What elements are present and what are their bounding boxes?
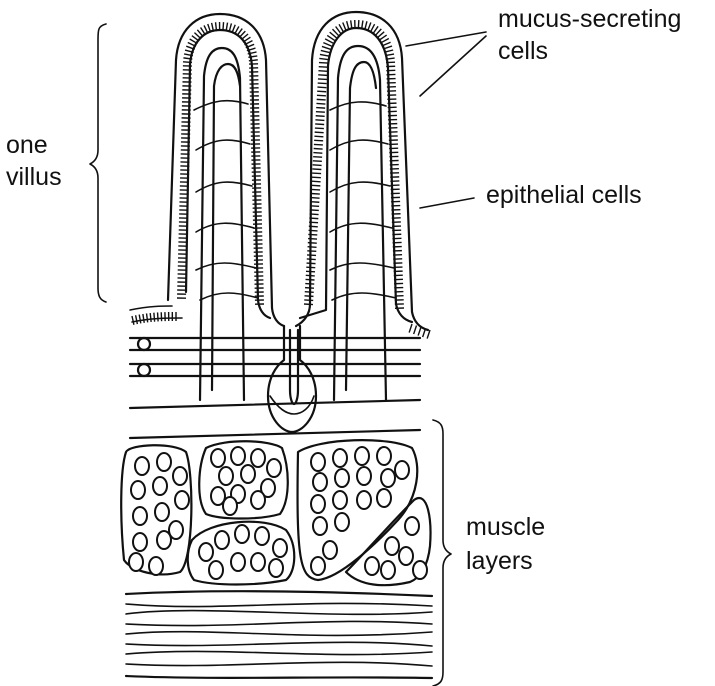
one-villus-label-line2: villus <box>6 162 62 192</box>
muscle-cell <box>149 557 163 575</box>
muscle-cell <box>129 553 143 571</box>
epithelial-pointer <box>420 198 474 208</box>
muscle-cell <box>157 453 171 471</box>
muscle-cell <box>175 491 189 509</box>
muscle-cell <box>235 525 249 543</box>
muscle-cell <box>255 527 269 545</box>
mucus-pointer-2 <box>420 36 486 96</box>
muscle-cell <box>405 517 419 535</box>
submucosa-vessels <box>130 338 420 438</box>
muscle-cell <box>381 561 395 579</box>
muscle-cell <box>385 537 399 555</box>
muscle-cell <box>209 561 223 579</box>
muscle-cell <box>311 557 325 575</box>
muscle-cell <box>399 547 413 565</box>
muscle-cell <box>377 489 391 507</box>
muscle-layers-label-line1: muscle <box>466 512 545 542</box>
muscle-cell <box>335 513 349 531</box>
muscle-cell <box>395 461 409 479</box>
muscle-brace <box>433 420 451 686</box>
mucus-secreting-label-line1: mucus-secreting <box>498 4 681 34</box>
left-villus <box>130 14 284 400</box>
muscle-cell <box>267 459 281 477</box>
muscle-cell <box>153 477 167 495</box>
muscle-cell <box>135 457 149 475</box>
villus-brace <box>90 24 106 302</box>
muscle-cell <box>311 495 325 513</box>
muscle-cell <box>377 447 391 465</box>
muscle-layers-label-line2: layers <box>466 546 533 576</box>
muscle-cell <box>133 533 147 551</box>
muscle-cell <box>199 543 213 561</box>
epithelial-cells-label: epithelial cells <box>486 180 642 210</box>
muscle-cell <box>215 531 229 549</box>
muscle-cell <box>211 449 225 467</box>
muscle-cell <box>413 561 427 579</box>
muscle-cell <box>157 531 171 549</box>
muscle-cell <box>335 469 349 487</box>
muscle-cell <box>251 491 265 509</box>
muscle-cell <box>357 467 371 485</box>
muscle-cell <box>311 453 325 471</box>
muscle-cell <box>241 465 255 483</box>
muscle-cell <box>323 541 337 559</box>
crypt <box>268 326 316 432</box>
muscle-fibers <box>126 591 432 678</box>
muscle-cell <box>133 507 147 525</box>
muscle-cell <box>231 553 245 571</box>
muscle-cell <box>333 449 347 467</box>
muscle-cell <box>231 447 245 465</box>
muscle-cell <box>155 503 169 521</box>
muscle-cell <box>355 447 369 465</box>
one-villus-label-line1: one <box>6 130 48 160</box>
muscle-cell <box>365 557 379 575</box>
muscle-cell <box>251 553 265 571</box>
muscle-cell <box>313 473 327 491</box>
muscle-cell <box>131 481 145 499</box>
muscle-cell <box>357 491 371 509</box>
mucus-pointer-1 <box>406 32 486 46</box>
muscle-cells <box>129 447 427 579</box>
muscle-cell <box>251 449 265 467</box>
muscle-cell <box>269 559 283 577</box>
muscle-cell <box>219 467 233 485</box>
muscle-cell <box>173 467 187 485</box>
muscle-cell <box>313 517 327 535</box>
muscle-cell <box>381 469 395 487</box>
mucus-secreting-label-line2: cells <box>498 36 548 66</box>
muscle-cell <box>273 539 287 557</box>
muscle-cell <box>333 491 347 509</box>
muscle-cell <box>223 497 237 515</box>
